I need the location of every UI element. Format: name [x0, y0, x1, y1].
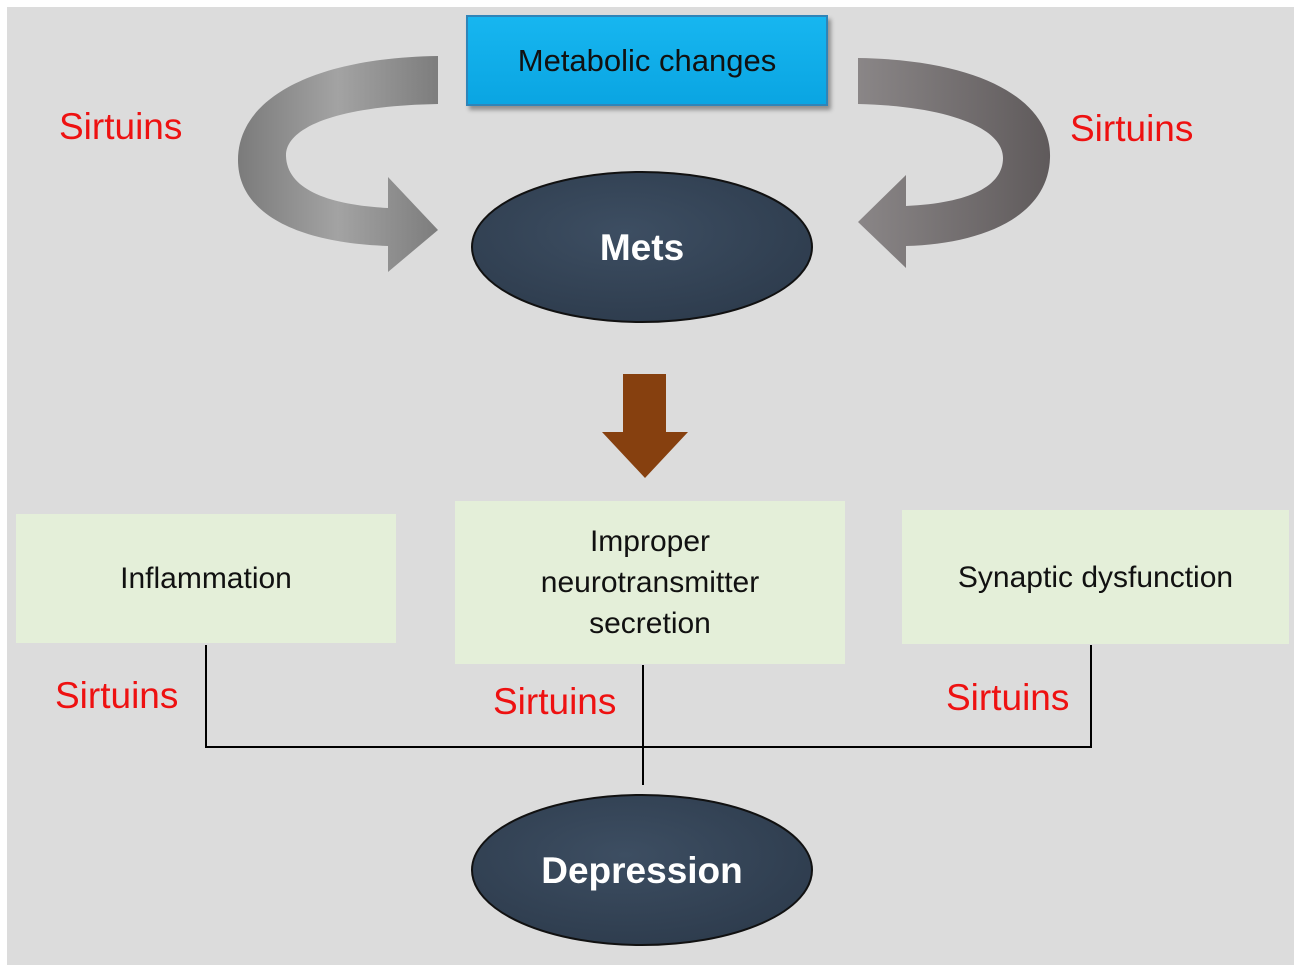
sirtuins-label-top-left: Sirtuins	[59, 106, 183, 147]
mets-ellipse	[471, 171, 813, 323]
improper-secretion-label: Improper neurotransmitter secretion	[540, 525, 760, 640]
depression-label: Depression	[541, 850, 743, 891]
synaptic-dysfunction-box: Synaptic dysfunction	[902, 510, 1289, 644]
improper-secretion-box: Improper neurotransmitter secretion	[455, 501, 845, 664]
down-arrow	[602, 374, 688, 478]
connector-lines	[205, 645, 1092, 785]
metabolic-changes-label: Metabolic changes	[517, 42, 777, 78]
metabolic-changes-box: Metabolic changes	[466, 15, 828, 106]
curved-arrow-right	[858, 58, 1051, 268]
curved-arrow-left	[238, 56, 438, 272]
inflammation-label: Inflammation	[120, 562, 292, 595]
synaptic-dysfunction-label: Synaptic dysfunction	[957, 560, 1234, 594]
depression-ellipse	[471, 794, 813, 946]
sirtuins-label-bottom-left: Sirtuins	[55, 675, 179, 716]
sirtuins-label-bottom-mid: Sirtuins	[493, 681, 617, 722]
sirtuins-label-top-right: Sirtuins	[1070, 108, 1194, 149]
sirtuins-label-bottom-right: Sirtuins	[946, 677, 1070, 718]
inflammation-box: Inflammation	[16, 514, 396, 643]
mets-label: Mets	[599, 227, 685, 268]
